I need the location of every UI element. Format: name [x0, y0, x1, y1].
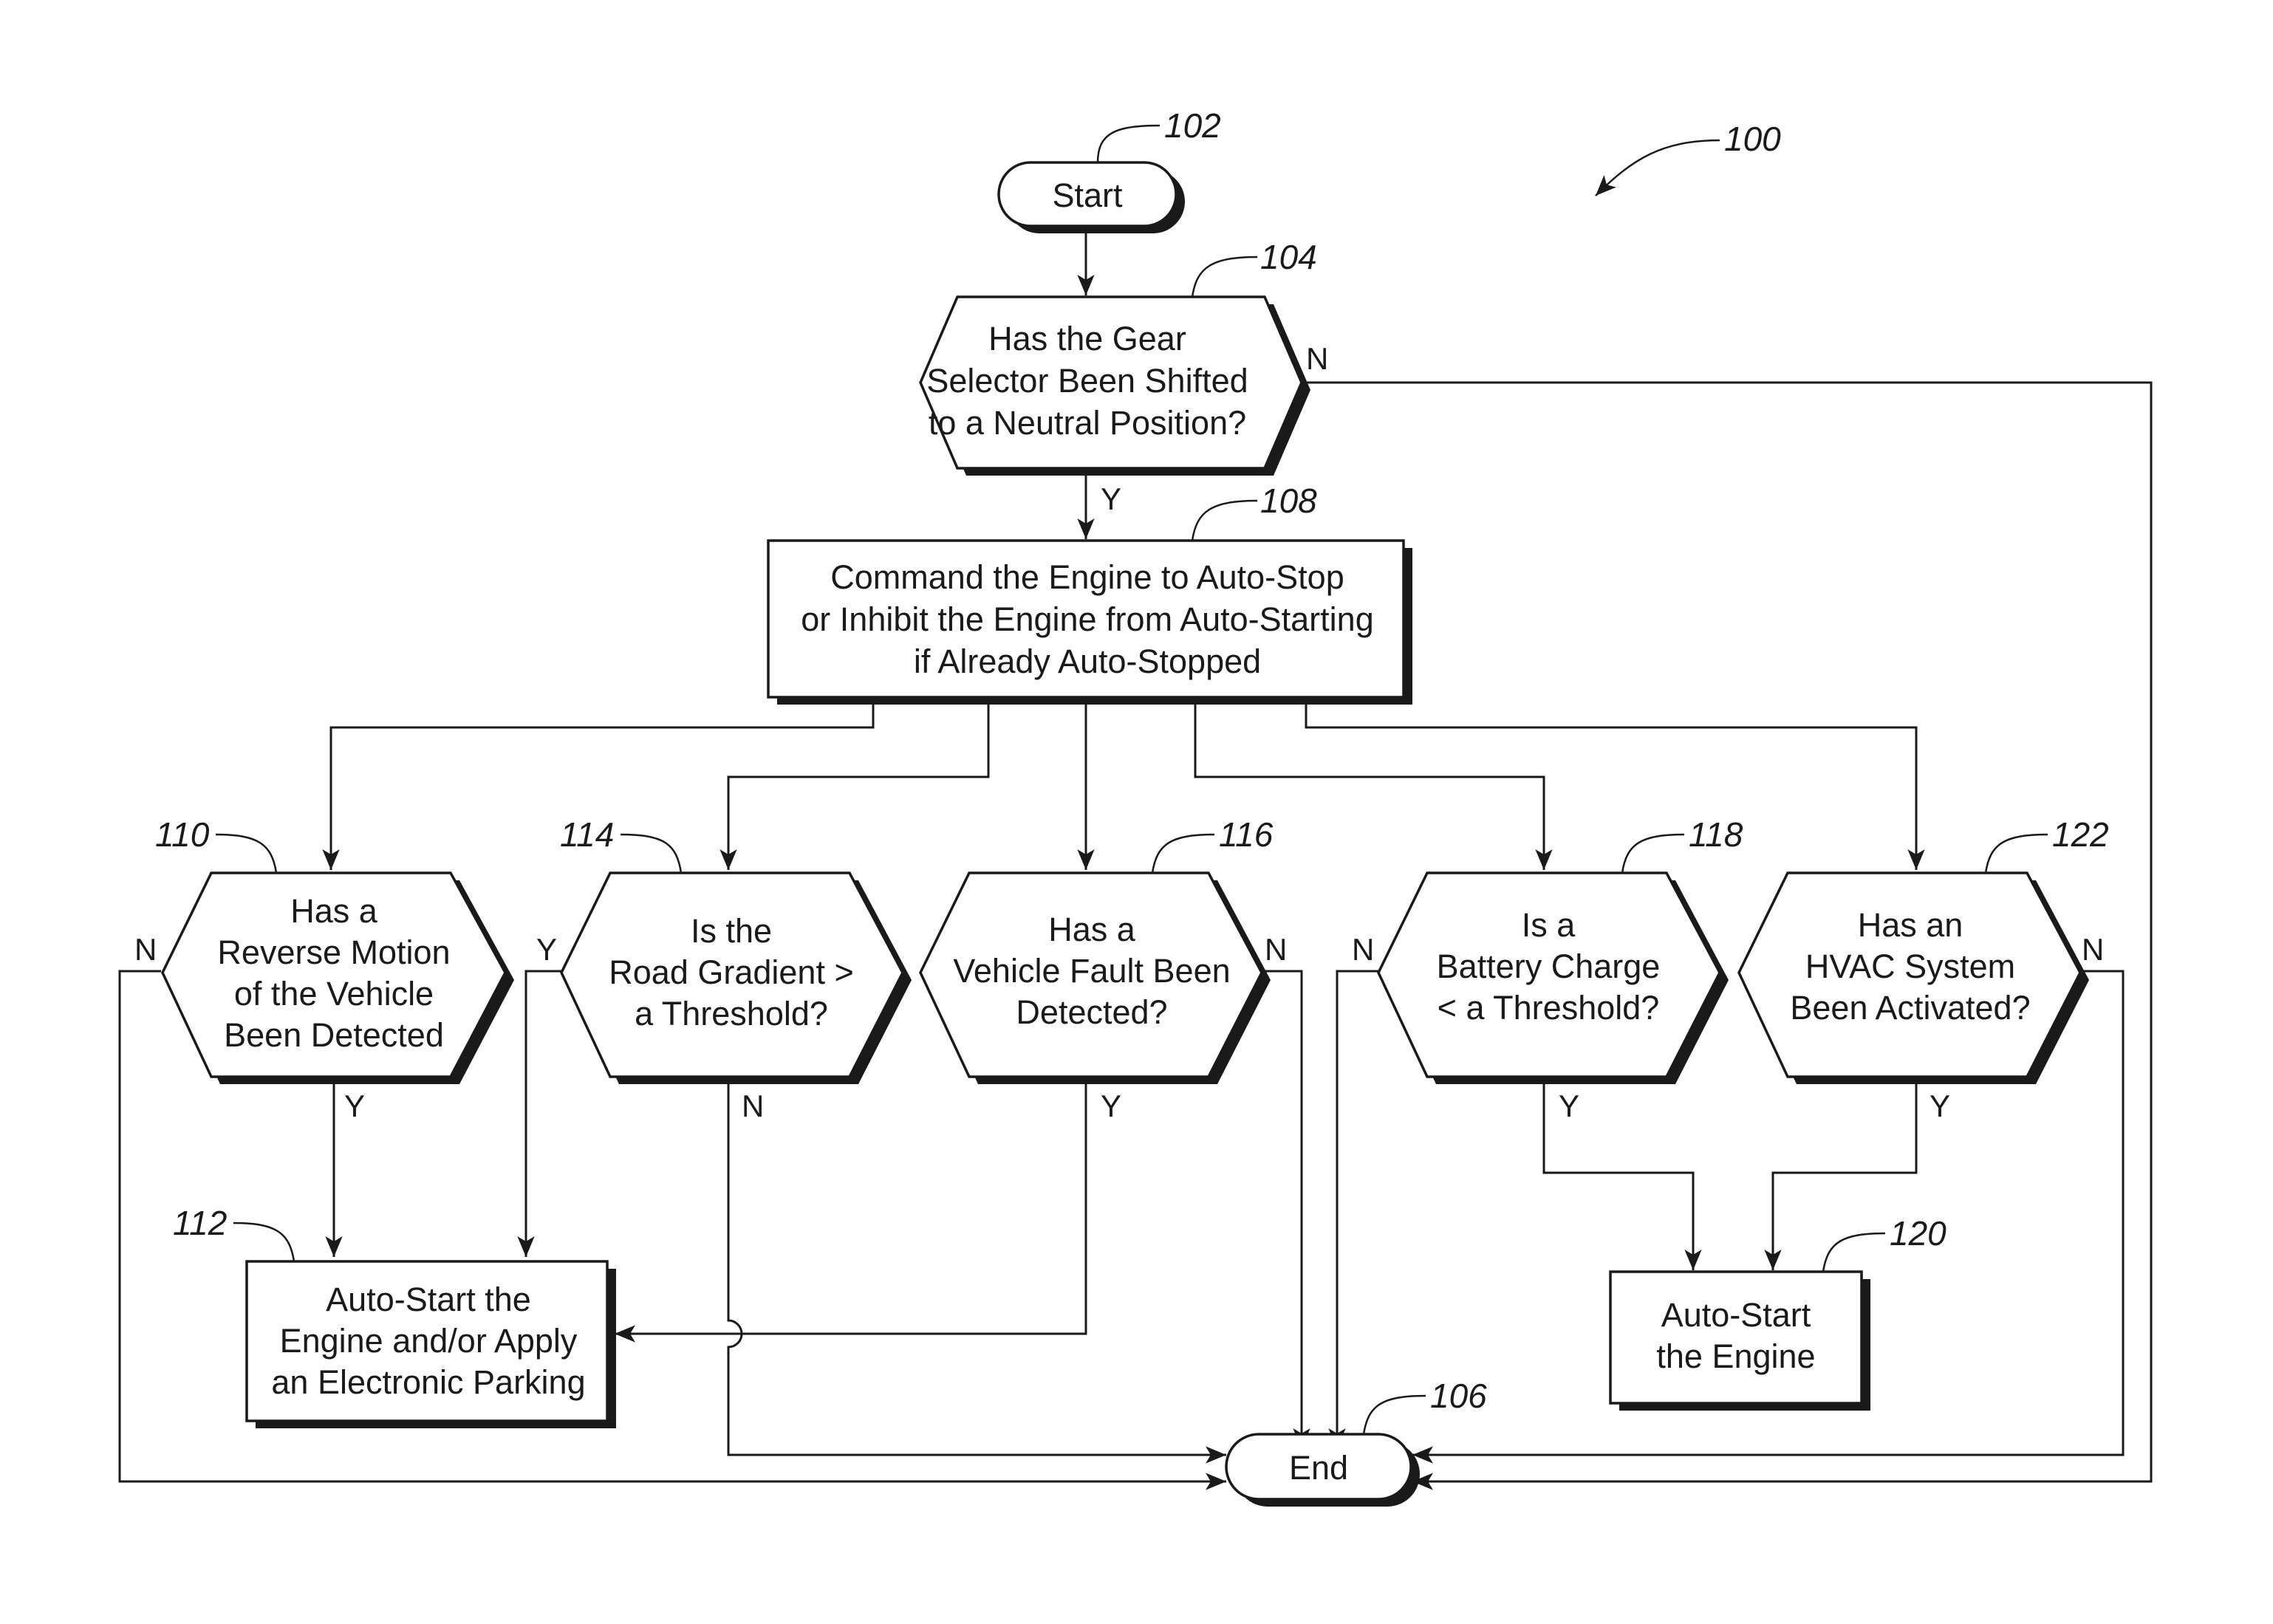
edge-command-to-gradient — [728, 699, 988, 870]
ref-120: 120 — [1890, 1214, 1946, 1253]
edge-gradient-no — [728, 1077, 1226, 1455]
hvac-line-2: HVAC System — [1805, 948, 2015, 985]
node-start: Start — [999, 162, 1185, 233]
command-line-1: Command the Engine to Auto-Stop — [830, 558, 1344, 596]
reverse-line-3: of the Vehicle — [234, 975, 434, 1013]
node-gear-selector: Has the Gear Selector Been Shifted to a … — [920, 297, 1310, 476]
ref-116: 116 — [1219, 815, 1274, 854]
ref-104: 104 — [1260, 238, 1317, 276]
label-fault-no: N — [1265, 932, 1287, 967]
parking-line-3: an Electronic Parking — [271, 1363, 585, 1401]
label-reverse-yes: Y — [344, 1089, 365, 1123]
parking-line-1: Auto-Start the — [326, 1281, 531, 1318]
edge-battery-no — [1337, 971, 1378, 1449]
leader-108 — [1192, 501, 1257, 541]
label-hvac-no: N — [2082, 932, 2104, 967]
end-label: End — [1289, 1449, 1348, 1487]
ref-122: 122 — [2052, 815, 2109, 854]
edge-fault-no — [1262, 971, 1302, 1449]
ref-100: 100 — [1724, 120, 1781, 158]
node-vehicle-fault: Has a Vehicle Fault Been Detected? — [920, 873, 1271, 1084]
edge-gradient-yes — [526, 971, 561, 1257]
leader-106 — [1364, 1396, 1426, 1434]
battery-line-2: Battery Charge — [1437, 948, 1661, 985]
engine-line-1: Auto-Start — [1661, 1296, 1811, 1334]
ref-108: 108 — [1260, 482, 1317, 520]
leader-100 — [1596, 140, 1720, 196]
label-gradient-yes: Y — [536, 932, 557, 967]
node-hvac-system: Has an HVAC System Been Activated? — [1739, 873, 2089, 1084]
gear-line-3: to a Neutral Position? — [929, 404, 1246, 442]
gradient-line-3: a Threshold? — [635, 995, 828, 1032]
engine-line-2: the Engine — [1656, 1337, 1815, 1375]
leader-122 — [1986, 835, 2048, 873]
node-end: End — [1226, 1434, 1420, 1507]
edge-fault-yes — [615, 1077, 1086, 1334]
gradient-line-2: Road Gradient > — [609, 953, 853, 991]
ref-102: 102 — [1164, 106, 1221, 145]
reverse-line-1: Has a — [290, 892, 378, 930]
parking-line-2: Engine and/or Apply — [280, 1322, 578, 1360]
fault-line-3: Detected? — [1016, 993, 1167, 1031]
reverse-line-2: Reverse Motion — [217, 933, 450, 971]
ref-106: 106 — [1430, 1377, 1487, 1415]
node-battery-charge: Is a Battery Charge < a Threshold? — [1378, 873, 1729, 1084]
label-hvac-yes: Y — [1930, 1089, 1950, 1123]
leader-114 — [621, 835, 681, 873]
node-reverse-motion: Has a Reverse Motion of the Vehicle Been… — [163, 873, 514, 1084]
leader-110 — [216, 835, 276, 873]
leader-112 — [233, 1223, 294, 1261]
label-reverse-no: N — [134, 932, 157, 967]
leader-118 — [1622, 835, 1684, 873]
label-fault-yes: Y — [1101, 1089, 1121, 1123]
label-gear-yes: Y — [1101, 482, 1121, 516]
leader-120 — [1823, 1233, 1885, 1272]
fault-line-1: Has a — [1048, 911, 1136, 948]
hvac-line-3: Been Activated? — [1790, 989, 2030, 1027]
label-battery-no: N — [1352, 932, 1374, 967]
command-line-3: if Already Auto-Stopped — [914, 643, 1261, 680]
label-gear-no: N — [1306, 341, 1328, 376]
edge-command-to-hvac — [1306, 699, 1916, 870]
fault-line-2: Vehicle Fault Been — [953, 952, 1230, 990]
label-battery-yes: Y — [1559, 1089, 1579, 1123]
command-line-2: or Inhibit the Engine from Auto-Starting — [801, 600, 1373, 638]
gradient-line-1: Is the — [691, 912, 772, 950]
ref-112: 112 — [173, 1204, 227, 1242]
gear-line-2: Selector Been Shifted — [926, 362, 1248, 400]
node-auto-start-engine: Auto-Start the Engine — [1610, 1272, 1870, 1411]
hvac-line-1: Has an — [1858, 906, 1963, 944]
ref-110: 110 — [155, 815, 210, 854]
node-command-auto-stop: Command the Engine to Auto-Stop or Inhib… — [768, 541, 1412, 705]
reverse-line-4: Been Detected — [224, 1016, 444, 1054]
leader-102 — [1098, 126, 1160, 162]
node-auto-start-parking: Auto-Start the Engine and/or Apply an El… — [247, 1261, 616, 1428]
gear-line-1: Has the Gear — [988, 320, 1186, 357]
ref-114: 114 — [560, 815, 614, 854]
node-road-gradient: Is the Road Gradient > a Threshold? — [561, 873, 912, 1084]
battery-line-1: Is a — [1522, 906, 1576, 944]
leader-104 — [1192, 257, 1257, 297]
leader-116 — [1152, 835, 1214, 873]
start-label: Start — [1052, 177, 1123, 214]
label-gradient-no: N — [742, 1089, 764, 1123]
ref-118: 118 — [1689, 815, 1743, 854]
battery-line-3: < a Threshold? — [1438, 989, 1660, 1027]
